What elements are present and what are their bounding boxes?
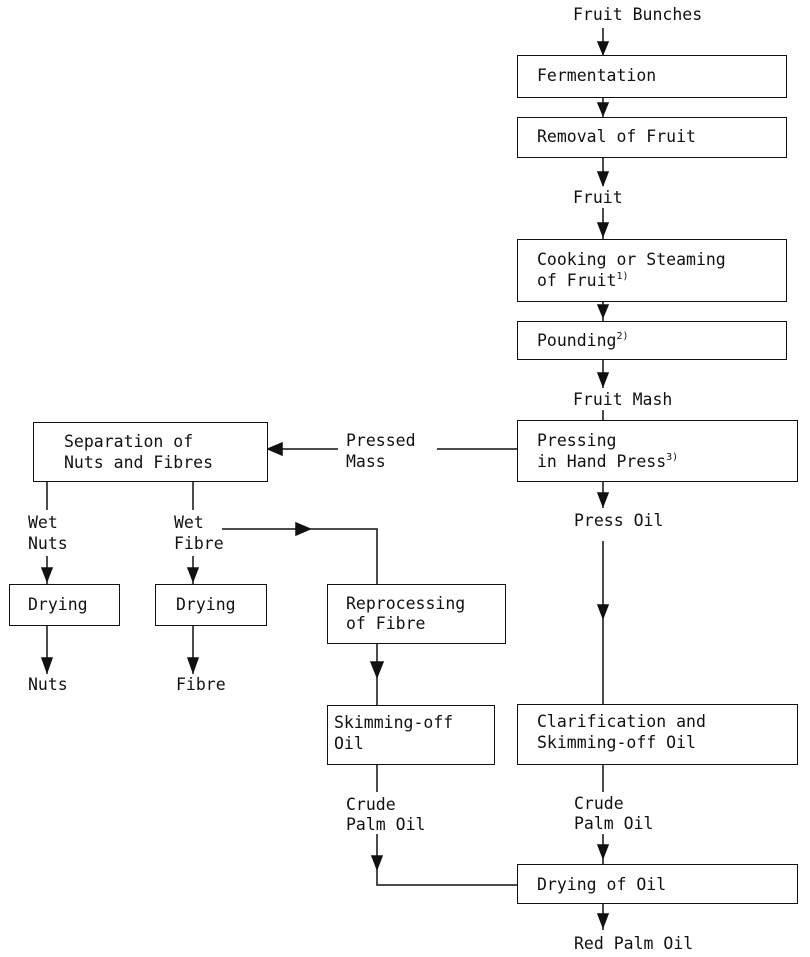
press-oil-label: Press Oil [574, 511, 664, 530]
crude-left-label-1: Crude [346, 795, 396, 814]
arrowhead-drying-oil [596, 844, 610, 861]
cooking-footnote: 1) [616, 271, 629, 282]
fruit-mash-label: Fruit Mash [573, 390, 673, 409]
arrowhead-drying-nuts [40, 567, 54, 584]
drying-nuts-text: Drying [28, 595, 88, 614]
mass-label: Mass [346, 452, 386, 471]
separation-text-2: Nuts and Fibres [64, 453, 214, 472]
skimming-box [327, 705, 495, 765]
arrowhead-wet-fibre-reprocessing [295, 521, 312, 537]
wet-fibre-label-1: Wet [174, 513, 204, 532]
arrowhead-crude-left [370, 855, 384, 872]
clarification-text-2: Skimming-off Oil [537, 733, 696, 752]
removal-text: Removal of Fruit [537, 127, 696, 146]
arrowhead-separation [266, 441, 283, 457]
drying-nuts-box [9, 584, 120, 626]
wet-fibre-label-2: Fibre [174, 534, 224, 553]
pounding-box [517, 321, 787, 360]
cooking-text-2: of Fruit1) [537, 271, 629, 291]
wet-nuts-label-1: Wet [28, 513, 58, 532]
pressed-label: Pressed [346, 431, 416, 450]
crude-right-label-1: Crude [574, 794, 624, 813]
skimming-text-1: Skimming-off [334, 713, 454, 732]
pressing-footnote: 3) [666, 452, 679, 463]
fibre-label: Fibre [176, 675, 226, 694]
separation-box [33, 422, 268, 482]
arrowhead-fibre [186, 657, 200, 675]
pounding-text-main: Pounding [537, 331, 617, 350]
pressing-text-1: Pressing [537, 431, 617, 450]
clarification-text-1: Clarification and [537, 712, 706, 731]
drying-oil-text: Drying of Oil [537, 875, 667, 894]
pressing-text-2-main: in Hand Press [537, 452, 667, 471]
cooking-text-2-main: of Fruit [537, 271, 617, 290]
pounding-footnote: 2) [616, 331, 629, 342]
arrowhead-fermentation [596, 41, 610, 56]
arrowhead-pressoil [596, 492, 610, 509]
separation-text-1: Separation of [64, 432, 194, 451]
arrowhead-fruit [596, 171, 610, 188]
arrowhead-cooking [596, 222, 610, 239]
line-wet-fibre-to-reprocessing [222, 528, 378, 584]
fruit-bunches-label: Fruit Bunches [573, 5, 703, 24]
arrowhead-red [596, 913, 610, 930]
cooking-text-1: Cooking or Steaming [537, 250, 726, 269]
drying-fibre-box [155, 584, 267, 626]
cooking-box [517, 239, 787, 302]
crude-left-label-2: Palm Oil [346, 815, 426, 834]
reprocessing-box [327, 584, 506, 644]
drying-oil-box [517, 864, 798, 904]
wet-nuts-label-2: Nuts [28, 534, 68, 553]
arrowhead-pounding [596, 304, 610, 319]
fermentation-box [517, 55, 787, 98]
line-crude-left-to-drying-oil [376, 834, 518, 886]
reprocessing-text-1: Reprocessing [346, 594, 466, 613]
fermentation-text: Fermentation [537, 66, 657, 85]
skimming-text-2: Oil [334, 734, 364, 753]
drying-fibre-text: Drying [176, 595, 236, 614]
pressing-text-2: in Hand Press3) [537, 452, 678, 472]
nuts-label: Nuts [28, 675, 68, 694]
pressing-box [517, 420, 798, 482]
crude-right-label-2: Palm Oil [574, 814, 654, 833]
arrowhead-drying-fibre [186, 567, 200, 584]
fruit-label: Fruit [573, 188, 623, 207]
reprocessing-text-2: of Fibre [346, 614, 426, 633]
red-palm-oil-label: Red Palm Oil [574, 934, 694, 953]
clarification-box [517, 704, 798, 765]
pounding-text: Pounding2) [537, 331, 629, 351]
arrowhead-removal [596, 102, 610, 117]
arrowhead-skimming [369, 661, 385, 680]
arrowhead-clarification [596, 604, 610, 621]
arrowhead-nuts [40, 657, 54, 675]
arrowhead-mash [596, 372, 610, 389]
removal-of-fruit-box [517, 117, 787, 158]
